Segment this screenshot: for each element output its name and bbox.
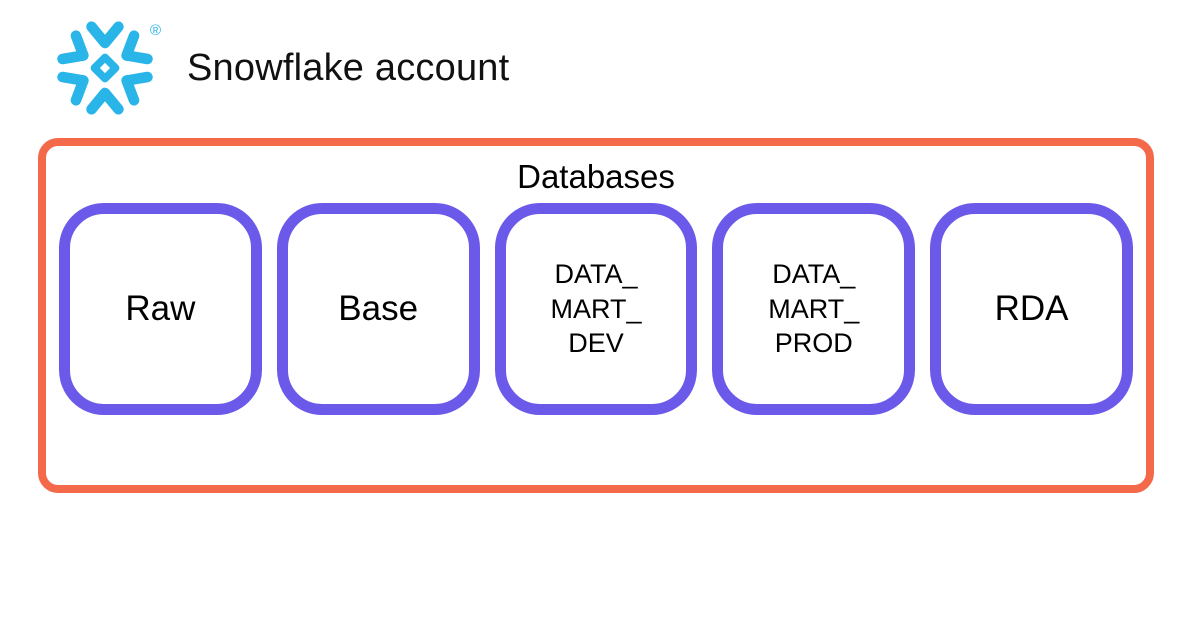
header: ® Snowflake account [57,20,509,116]
databases-row: Raw Base DATA_ MART_ DEV DATA_ MART_ [46,203,1146,415]
page-title: Snowflake account [187,46,510,89]
database-box-raw: Raw [59,203,262,415]
database-box-base: Base [276,203,480,415]
database-label-data-mart-prod: DATA_ MART_ PROD [768,259,860,359]
database-box-data-mart-prod: DATA_ MART_ PROD [712,203,916,415]
registered-trademark: ® [149,22,161,39]
database-label-raw: Raw [125,289,196,328]
databases-group-title: Databases [517,158,675,195]
snowflake-logo-icon: ® [57,20,161,116]
databases-group: Databases Raw Base DATA_ MART_ DEV [38,138,1154,493]
database-box-data-mart-dev: DATA_ MART_ DEV [494,203,698,415]
database-label-data-mart-dev: DATA_ MART_ DEV [550,259,642,359]
database-label-rda: RDA [994,289,1069,328]
database-label-base: Base [338,289,419,328]
database-box-rda: RDA [930,203,1133,415]
